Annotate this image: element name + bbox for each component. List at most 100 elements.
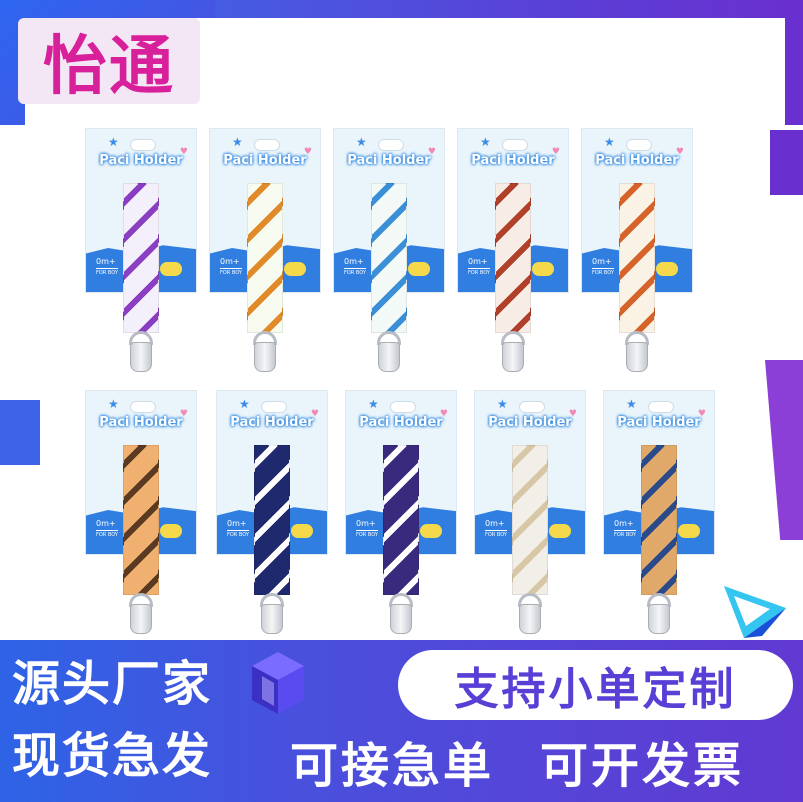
pacifier-strap xyxy=(641,445,677,595)
pacifier-icon xyxy=(291,524,313,538)
heart-icon: ♥ xyxy=(179,147,188,157)
gender-label: FOR BOY xyxy=(220,268,242,276)
hang-hole xyxy=(378,139,404,151)
heart-icon: ♥ xyxy=(427,147,436,157)
age-label: 0m+ xyxy=(96,257,116,266)
star-icon: ★ xyxy=(239,397,250,411)
pacifier-icon xyxy=(549,524,571,538)
card-label: Paci Holder xyxy=(223,153,307,168)
card-label: Paci Holder xyxy=(347,153,431,168)
gender-label: FOR BOY xyxy=(356,530,378,538)
heart-icon: ♥ xyxy=(697,409,706,419)
metal-clip xyxy=(261,604,283,634)
pacifier-icon xyxy=(532,262,554,276)
hang-hole xyxy=(261,401,287,413)
pacifier-strap xyxy=(254,445,290,595)
hang-hole xyxy=(130,139,156,151)
pacifier-icon xyxy=(408,262,430,276)
card-label: Paci Holder xyxy=(230,415,314,430)
age-label: 0m+ xyxy=(485,519,505,528)
pacifier-strap xyxy=(512,445,548,595)
pacifier-icon xyxy=(656,262,678,276)
heart-icon: ♥ xyxy=(310,409,319,419)
star-icon: ★ xyxy=(626,397,637,411)
card-label: Paci Holder xyxy=(359,415,443,430)
clip-ring xyxy=(501,331,525,345)
clip-ring xyxy=(625,331,649,345)
pacifier-icon xyxy=(678,524,700,538)
hang-hole xyxy=(130,401,156,413)
decorative-sliver-left xyxy=(0,400,40,465)
gender-label: FOR BOY xyxy=(485,530,507,538)
card-label: Paci Holder xyxy=(99,153,183,168)
urgent-order-text: 可接急单 xyxy=(290,738,495,794)
heart-icon: ♥ xyxy=(675,147,684,157)
pacifier-icon xyxy=(160,262,182,276)
age-label: 0m+ xyxy=(592,257,612,266)
age-label: 0m+ xyxy=(96,519,116,528)
pacifier-strap xyxy=(123,445,159,595)
pacifier-strap xyxy=(619,183,655,333)
metal-clip xyxy=(519,604,541,634)
star-icon: ★ xyxy=(232,135,243,149)
heart-icon: ♥ xyxy=(439,409,448,419)
gender-label: FOR BOY xyxy=(468,268,490,276)
star-icon: ★ xyxy=(480,135,491,149)
pacifier-strap xyxy=(495,183,531,333)
decorative-sliver-right xyxy=(770,130,803,195)
custom-order-pill: 支持小单定制 xyxy=(398,650,793,720)
heart-icon: ♥ xyxy=(303,147,312,157)
age-label: 0m+ xyxy=(468,257,488,266)
brand-title: 怡通 xyxy=(43,30,175,104)
card-label: Paci Holder xyxy=(99,415,183,430)
pacifier-icon xyxy=(420,524,442,538)
age-label: 0m+ xyxy=(344,257,364,266)
gender-label: FOR BOY xyxy=(592,268,614,276)
brand-badge: 怡通 xyxy=(18,18,200,104)
pacifier-strap xyxy=(247,183,283,333)
hang-hole xyxy=(648,401,674,413)
pacifier-strap xyxy=(123,183,159,333)
product-card-row2-3: ★ ♥Paci Holder 0m+ FOR BOY xyxy=(345,390,457,555)
clip-ring xyxy=(377,331,401,345)
hang-hole xyxy=(390,401,416,413)
pacifier-strap xyxy=(371,183,407,333)
slogan-stock: 现货急发 xyxy=(12,728,213,784)
metal-clip xyxy=(648,604,670,634)
age-label: 0m+ xyxy=(614,519,634,528)
age-label: 0m+ xyxy=(227,519,247,528)
star-icon: ★ xyxy=(356,135,367,149)
metal-clip xyxy=(626,342,648,372)
star-icon: ★ xyxy=(368,397,379,411)
pacifier-icon xyxy=(160,524,182,538)
metal-clip xyxy=(378,342,400,372)
gender-label: FOR BOY xyxy=(96,530,118,538)
age-label: 0m+ xyxy=(220,257,240,266)
age-label: 0m+ xyxy=(356,519,376,528)
metal-clip xyxy=(390,604,412,634)
metal-clip xyxy=(254,342,276,372)
metal-clip xyxy=(130,604,152,634)
custom-order-text: 支持小单定制 xyxy=(454,664,737,715)
metal-clip xyxy=(130,342,152,372)
play-arrow-icon xyxy=(724,586,786,638)
left-slogans: 源头厂家 现货急发 xyxy=(12,648,250,798)
gender-label: FOR BOY xyxy=(227,530,249,538)
heart-icon: ♥ xyxy=(551,147,560,157)
pacifier-strap xyxy=(383,445,419,595)
hang-hole xyxy=(254,139,280,151)
clip-ring xyxy=(647,593,671,607)
heart-icon: ♥ xyxy=(568,409,577,419)
hang-hole xyxy=(519,401,545,413)
hang-hole xyxy=(626,139,652,151)
star-icon: ★ xyxy=(497,397,508,411)
clip-ring xyxy=(129,593,153,607)
card-label: Paci Holder xyxy=(595,153,679,168)
invoice-text: 可开发票 xyxy=(540,738,745,794)
clip-ring xyxy=(260,593,284,607)
gender-label: FOR BOY xyxy=(344,268,366,276)
clip-ring xyxy=(253,331,277,345)
gender-label: FOR BOY xyxy=(614,530,636,538)
metal-clip xyxy=(502,342,524,372)
